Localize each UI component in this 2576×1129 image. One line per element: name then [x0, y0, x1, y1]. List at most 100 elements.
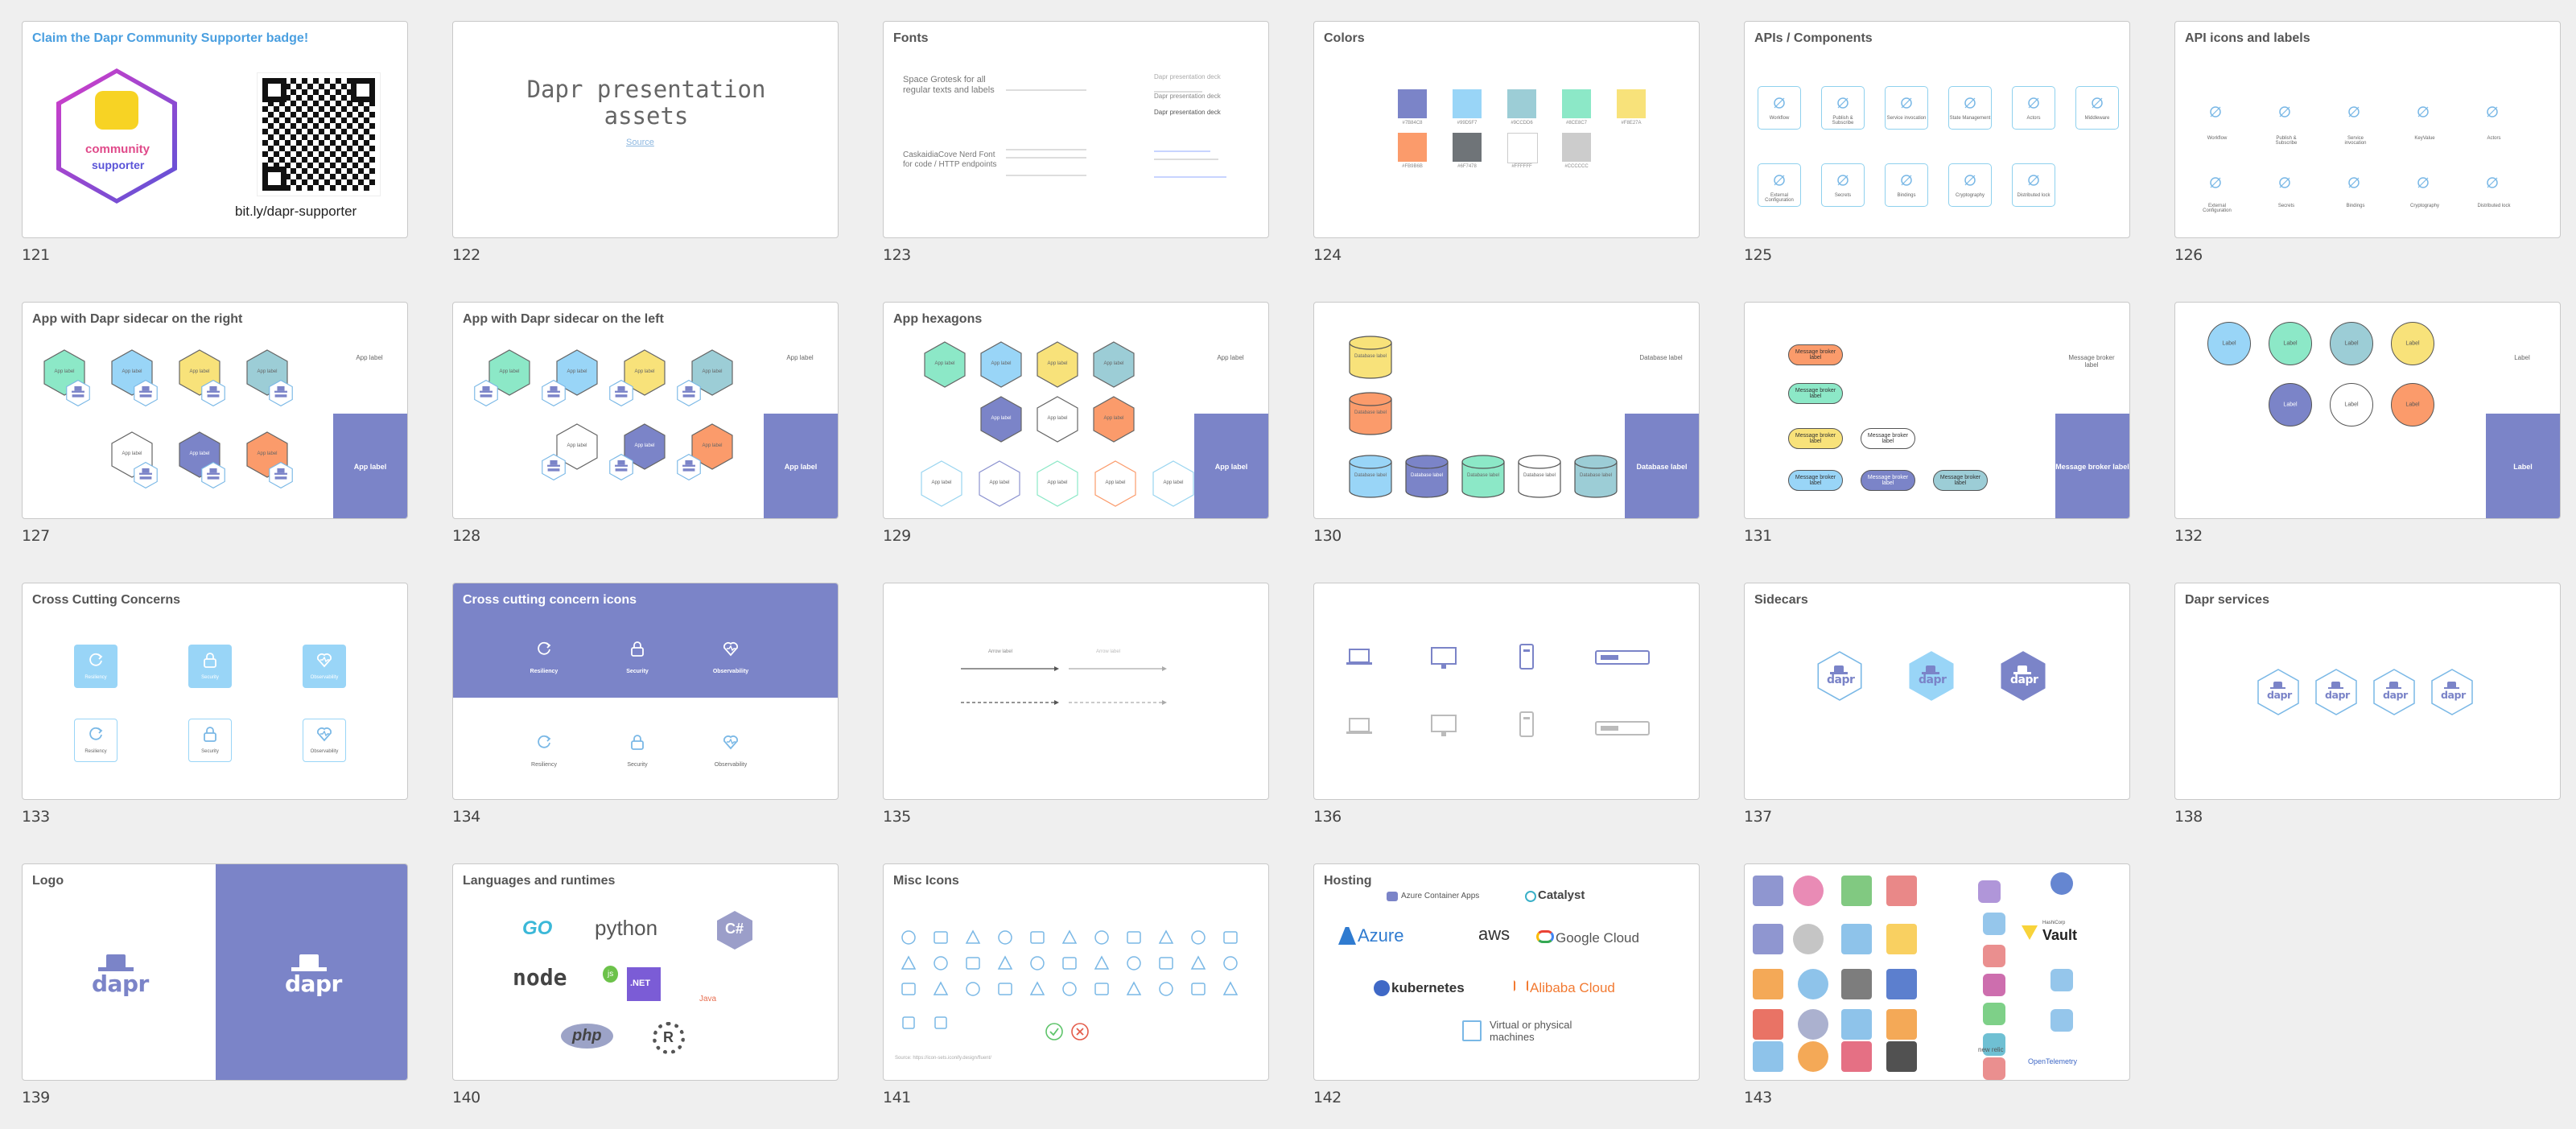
hex-label: App label: [1163, 480, 1184, 485]
slide-number: 127: [22, 527, 50, 545]
hex-label: App label: [1103, 361, 1124, 366]
rocket-icon: [1126, 981, 1142, 995]
hex-label: App label: [1047, 416, 1068, 421]
database-cylinder: [1574, 455, 1618, 498]
icons-source: Source: https://icon-sets.iconify.design…: [895, 1056, 991, 1061]
actors-icon: [2028, 97, 2039, 109]
dapr-hat-icon: [2331, 682, 2340, 688]
sentry-icon: [1983, 974, 2005, 996]
circle-label: Label: [2405, 402, 2420, 408]
dapr-hat-brim: [98, 967, 134, 971]
slide-121-thumbnail[interactable]: Claim the Dapr Community Supporter badge…: [22, 21, 408, 238]
color-swatch: [1398, 89, 1427, 118]
dapr-sidecar-icon: [474, 380, 498, 406]
cc-label: Security: [627, 762, 648, 768]
globe-icon: [901, 930, 916, 945]
rabbitmq-icon: [1886, 1009, 1917, 1040]
resiliency-icon: [538, 641, 551, 655]
storage-icon: [1793, 924, 1824, 954]
qr-code[interactable]: [257, 72, 381, 196]
table-icon: [1841, 924, 1872, 954]
slide-number: 139: [22, 1089, 50, 1106]
slide-number: 136: [1313, 808, 1342, 826]
helm-icon: [2050, 872, 2073, 895]
dapr-sidecar-icon: [609, 454, 633, 480]
camera-icon: [1190, 955, 1206, 970]
rack-server-icon: [1595, 650, 1650, 665]
qr-finder-bl: [262, 167, 286, 191]
js-logo: js: [603, 966, 619, 983]
bolt-icon: [1094, 983, 1109, 995]
source-link[interactable]: Source: [626, 138, 654, 147]
dotnet-label: .NET: [630, 979, 651, 988]
newrelic-icon: [1983, 1033, 2005, 1056]
purple-label-panel: App label: [764, 414, 838, 518]
google-cloud-icon: [1536, 930, 1554, 943]
service-invocation-icon: [2348, 106, 2360, 117]
badge-text-supporter: supporter: [92, 159, 145, 171]
hex-label: App label: [634, 369, 655, 374]
slide-122-thumbnail[interactable]: Dapr presentation assetsDapr presentatio…: [452, 21, 839, 238]
api-label: Bindings: [2346, 204, 2365, 208]
dapr-wordmark: dapr: [1919, 674, 1947, 686]
secrets-icon: [2279, 177, 2290, 188]
observability-icon: [723, 735, 738, 750]
color-swatch: [1507, 133, 1538, 163]
slide-number: 140: [452, 1089, 480, 1106]
newrelic-label: new relic: [1978, 1046, 2004, 1053]
hex-label: App label: [257, 451, 278, 456]
security-icon: [631, 735, 644, 750]
slide-136-thumbnail[interactable]: [1313, 583, 1700, 800]
side-label: App label: [356, 354, 383, 361]
chart-icon: [966, 957, 980, 970]
dapr-hat-brim: [2327, 687, 2344, 690]
side-label: App label: [786, 354, 814, 361]
purple-band: [453, 583, 838, 698]
hex-label: App label: [934, 361, 955, 366]
cc-label: Security: [201, 675, 219, 680]
code-icon: [997, 955, 1013, 970]
qr-finder-tl: [262, 78, 286, 102]
server-tower-icon: [1519, 711, 1534, 737]
code-line: [1154, 159, 1218, 160]
aws-logo: aws: [1478, 924, 1511, 944]
resiliency-icon: [538, 735, 551, 748]
side-label: Label: [2514, 354, 2530, 361]
security-icon: [204, 727, 216, 742]
color-swatch-label: #7B84C8: [1402, 121, 1423, 126]
label-circle: Label: [2269, 383, 2312, 426]
app-hexagon: [691, 423, 733, 470]
database-cylinder: [1349, 455, 1392, 498]
cc-label: Resiliency: [530, 669, 558, 674]
mail-icon: [1159, 957, 1173, 970]
dapr-sidecar-hexagon: [1909, 651, 1954, 701]
api-label: Workflow: [2207, 136, 2228, 141]
app-hexagon: [1037, 396, 1078, 443]
bindings-icon-card: Bindings: [1885, 163, 1928, 207]
vault-triangle-icon: [2022, 925, 2038, 940]
slide-124-thumbnail[interactable]: Colors#7B84C8#99D5F7#9CCDD6#8CE8C7#F8E27…: [1313, 21, 1700, 238]
hex-label: App label: [1105, 480, 1126, 485]
lock-icon: [2487, 177, 2498, 188]
slide-title: Cross Cutting Concerns: [32, 593, 181, 607]
checkmark-icon: [1045, 1023, 1063, 1040]
